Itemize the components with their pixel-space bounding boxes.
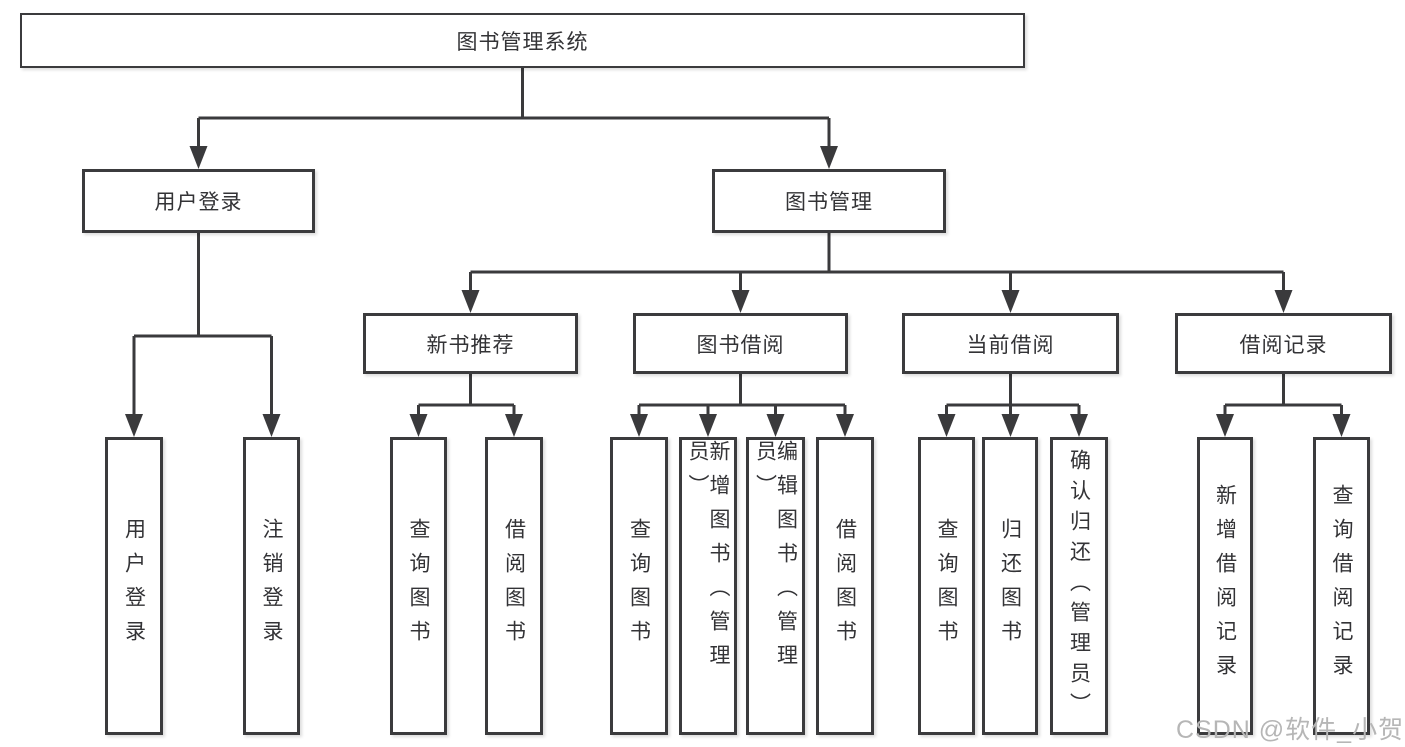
leaf-user-login: 用户登录 <box>105 437 163 735</box>
leaf-label: 编辑图书（管理员） <box>753 440 798 679</box>
leaf-label: 查询借阅记录 <box>1330 483 1353 689</box>
node-borrow-records: 借阅记录 <box>1175 313 1392 374</box>
leaf-label: 借阅图书 <box>833 517 857 655</box>
leaf-current-return-books: 归还图书 <box>982 437 1038 735</box>
node-book-borrow: 图书借阅 <box>633 313 848 374</box>
leaf-borrow-edit-books-admin: 编辑图书（管理员） <box>746 437 805 735</box>
leaf-label: 查询图书 <box>935 517 958 655</box>
leaf-label: 查询图书 <box>407 517 430 655</box>
node-book-management: 图书管理 <box>712 169 946 233</box>
leaf-current-confirm-return-admin: 确认归还（管理员） <box>1050 437 1108 735</box>
leaf-logout: 注销登录 <box>243 437 300 735</box>
leaf-newrec-query-books: 查询图书 <box>390 437 447 735</box>
leaf-borrow-add-books-admin: 新增图书（管理员） <box>679 437 737 735</box>
node-user-login: 用户登录 <box>82 169 315 233</box>
arrowheads <box>125 146 1351 437</box>
leaf-newrec-borrow-books: 借阅图书 <box>485 437 543 735</box>
leaf-label: 查询图书 <box>627 517 651 655</box>
leaf-label: 新增图书（管理员） <box>686 440 730 679</box>
leaf-current-query-books: 查询图书 <box>918 437 975 735</box>
leaf-label: 确认归还（管理员） <box>1067 448 1091 724</box>
node-root: 图书管理系统 <box>20 13 1025 68</box>
leaf-borrow-borrow-books: 借阅图书 <box>816 437 874 735</box>
leaf-records-query-record: 查询借阅记录 <box>1313 437 1370 735</box>
node-new-book-recommend: 新书推荐 <box>363 313 578 374</box>
leaf-label: 用户登录 <box>122 517 146 655</box>
leaf-label: 借阅图书 <box>502 517 526 655</box>
leaf-records-add-record: 新增借阅记录 <box>1197 437 1253 735</box>
node-current-borrow: 当前借阅 <box>902 313 1119 374</box>
leaf-label: 注销登录 <box>260 517 283 655</box>
leaf-label: 新增借阅记录 <box>1213 483 1237 689</box>
leaf-label: 归还图书 <box>998 517 1022 655</box>
leaf-borrow-query-books: 查询图书 <box>610 437 668 735</box>
watermark: CSDN @软件_小贺同学 <box>1176 716 1405 744</box>
